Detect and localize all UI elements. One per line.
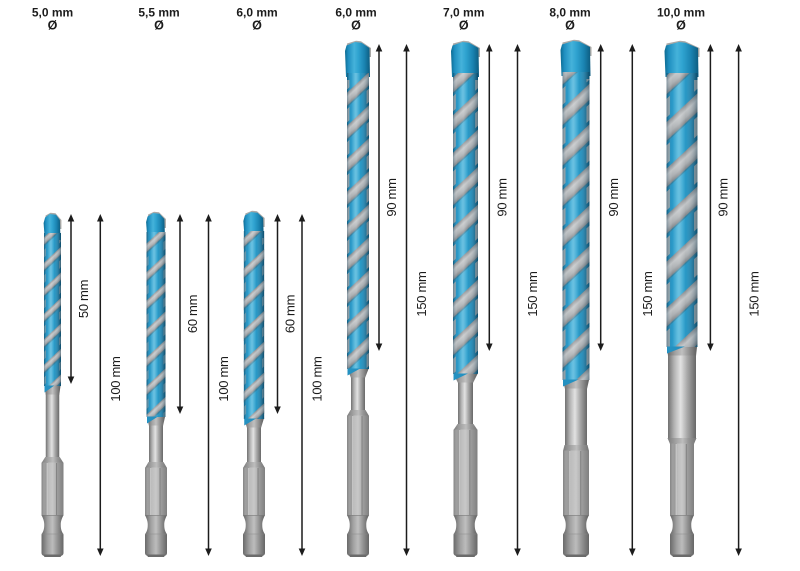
- svg-text:Ø: Ø: [565, 19, 575, 33]
- svg-text:100 mm: 100 mm: [216, 356, 231, 401]
- svg-text:100 mm: 100 mm: [310, 356, 325, 401]
- svg-text:150 mm: 150 mm: [414, 271, 429, 316]
- svg-text:Ø: Ø: [676, 19, 686, 33]
- svg-text:8,0 mm: 8,0 mm: [549, 6, 590, 20]
- svg-text:Ø: Ø: [252, 19, 262, 33]
- svg-text:6,0 mm: 6,0 mm: [335, 6, 376, 20]
- svg-text:90 mm: 90 mm: [716, 178, 731, 216]
- svg-text:150 mm: 150 mm: [525, 271, 540, 316]
- svg-text:60 mm: 60 mm: [283, 295, 298, 333]
- svg-text:Ø: Ø: [351, 19, 361, 33]
- svg-text:60 mm: 60 mm: [185, 295, 200, 333]
- svg-text:Ø: Ø: [154, 19, 164, 33]
- svg-text:90 mm: 90 mm: [495, 178, 510, 216]
- svg-text:90 mm: 90 mm: [606, 178, 621, 216]
- svg-text:50 mm: 50 mm: [76, 280, 91, 318]
- svg-text:100 mm: 100 mm: [108, 356, 123, 401]
- svg-text:150 mm: 150 mm: [746, 271, 761, 316]
- svg-text:Ø: Ø: [459, 19, 469, 33]
- svg-text:Ø: Ø: [48, 19, 58, 33]
- svg-text:5,5 mm: 5,5 mm: [138, 6, 179, 20]
- svg-text:7,0 mm: 7,0 mm: [443, 6, 484, 20]
- svg-text:90 mm: 90 mm: [384, 178, 399, 216]
- svg-text:150 mm: 150 mm: [640, 271, 655, 316]
- svg-text:10,0 mm: 10,0 mm: [657, 6, 705, 20]
- svg-text:5,0 mm: 5,0 mm: [32, 6, 73, 20]
- svg-text:6,0 mm: 6,0 mm: [236, 6, 277, 20]
